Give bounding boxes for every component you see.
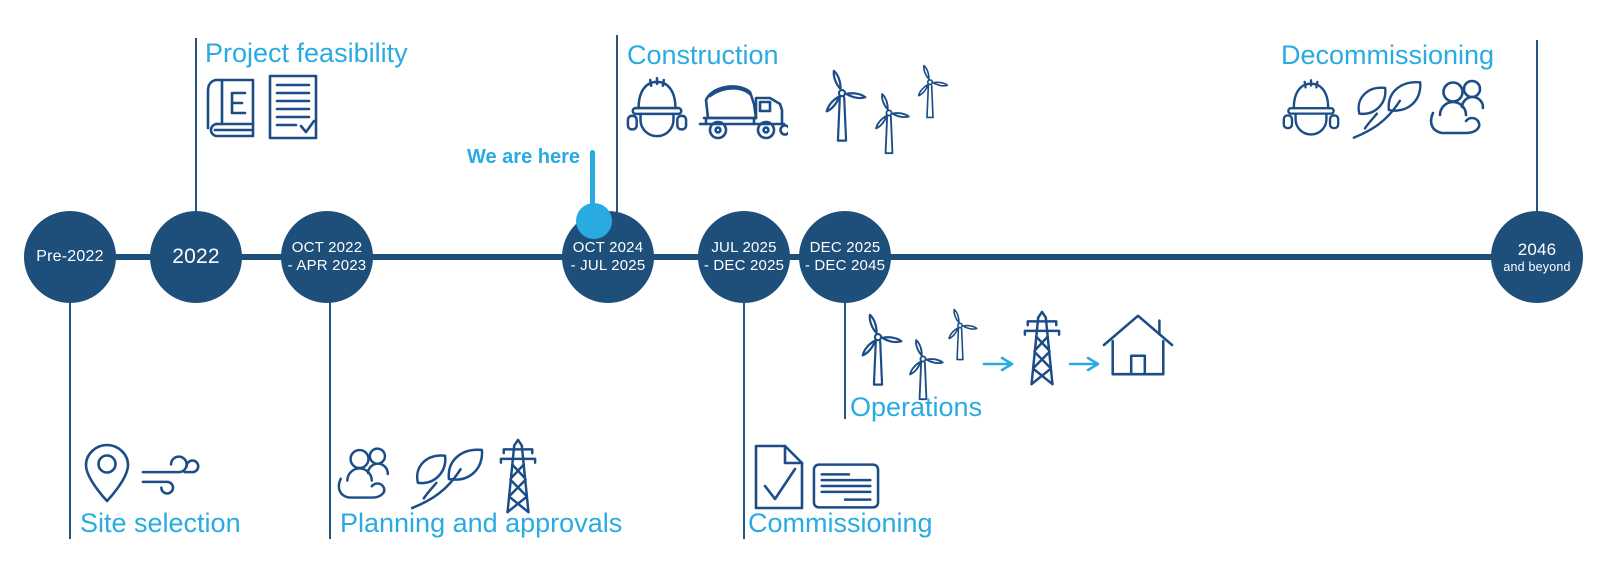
milestone-label: OCT 2024: [572, 239, 644, 257]
hard-hat-icon: [626, 76, 688, 144]
community-hand-icon: [1428, 76, 1496, 142]
milestone-label: OCT 2022: [291, 239, 363, 257]
phase-label-site-selection: Site selection: [80, 508, 241, 538]
location-pin-icon: [84, 443, 130, 505]
house-icon: [1102, 310, 1174, 380]
milestone-oct-2024-jul-2025: OCT 2024 - JUL 2025: [562, 211, 654, 303]
milestone-jul-2025-dec-2025: JUL 2025 - DEC 2025: [698, 211, 790, 303]
wind-turbine-icon: [816, 66, 868, 144]
phase-label-planning-approvals: Planning and approvals: [340, 508, 623, 538]
milestone-pre-2022: Pre-2022: [24, 211, 116, 303]
hard-hat-icon: [1282, 76, 1340, 144]
connector-decommissioning: [1536, 40, 1538, 213]
connector-site-selection: [69, 301, 71, 539]
book-icon: [206, 78, 256, 140]
connector-commissioning: [743, 301, 745, 539]
leaves-icon: [1352, 80, 1422, 140]
phase-label-project-feasibility: Project feasibility: [205, 38, 408, 68]
milestone-dec-2025-dec-2045: DEC 2025 - DEC 2045: [799, 211, 891, 303]
milestone-label-line2: - APR 2023: [287, 257, 367, 274]
we-are-here-pointer-line: [590, 150, 595, 208]
connector-construction: [616, 35, 618, 212]
certificate-icon: [812, 462, 880, 510]
we-are-here-label: We are here: [466, 146, 580, 168]
milestone-label: 2046: [1517, 239, 1557, 259]
milestone-label: JUL 2025: [711, 239, 777, 257]
milestone-label: Pre-2022: [36, 247, 104, 265]
transmission-tower-icon: [1020, 310, 1064, 386]
wind-turbine-icon: [940, 306, 980, 362]
milestone-label: 2022: [172, 244, 220, 268]
arrow-right-icon: [982, 356, 1018, 372]
milestone-label-line2: and beyond: [1503, 259, 1571, 274]
transmission-tower-icon: [496, 438, 540, 514]
wind-icon: [140, 452, 206, 502]
wind-turbine-icon: [866, 90, 912, 156]
connector-project-feasibility: [195, 38, 197, 212]
report-check-icon: [268, 74, 318, 140]
phase-label-decommissioning: Decommissioning: [1281, 40, 1495, 70]
connector-operations: [844, 301, 846, 419]
phase-label-construction: Construction: [627, 40, 779, 70]
milestone-oct-2022-apr-2023: OCT 2022 - APR 2023: [281, 211, 373, 303]
wind-turbine-icon: [852, 310, 904, 388]
milestone-2022: 2022: [150, 211, 242, 303]
milestone-label-line2: - JUL 2025: [570, 257, 646, 274]
concrete-mixer-truck-icon: [696, 80, 788, 142]
milestone-label-line2: - DEC 2045: [804, 257, 886, 274]
community-hand-icon: [336, 442, 400, 508]
phase-label-commissioning: Commissioning: [748, 508, 933, 538]
milestone-label: DEC 2025: [809, 239, 881, 257]
wind-turbine-icon: [910, 62, 950, 120]
leaves-icon: [410, 448, 484, 510]
connector-planning-approvals: [329, 301, 331, 539]
milestone-2046-and-beyond: 2046 and beyond: [1491, 211, 1583, 303]
phase-label-operations: Operations: [850, 392, 983, 422]
document-check-icon: [754, 444, 804, 510]
we-are-here-dot: [576, 203, 612, 239]
arrow-right-icon: [1068, 356, 1104, 372]
milestone-label-line2: - DEC 2025: [703, 257, 785, 274]
